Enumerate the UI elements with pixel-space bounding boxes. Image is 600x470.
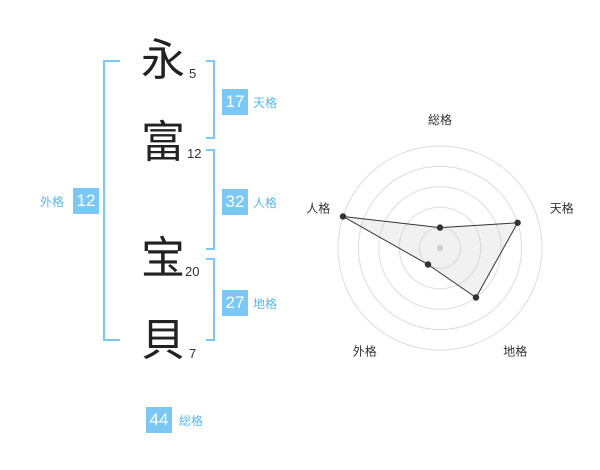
gaikaku-bracket — [103, 60, 120, 341]
chikaku-value: 27 — [222, 290, 248, 316]
name-char-3: 宝 — [141, 233, 185, 284]
radar-point-4 — [424, 261, 432, 268]
soukaku-label: 総格 — [179, 414, 204, 428]
gaikaku-label: 外格 — [40, 195, 65, 209]
radar-axis-label-4: 外格 — [353, 344, 377, 359]
stroke-count-2: 12 — [187, 146, 202, 161]
gaikaku-value: 12 — [73, 188, 99, 214]
radar-point-3 — [472, 294, 480, 301]
radar-point-1 — [436, 224, 444, 231]
tenkaku-value: 17 — [222, 89, 248, 115]
chikaku-label: 地格 — [253, 297, 278, 311]
radar-grid-ring — [378, 186, 502, 310]
name-char-2: 富 — [141, 117, 185, 168]
radar-grid-ring — [357, 165, 523, 331]
tenkaku-bracket — [206, 60, 215, 139]
radar-axis-label-5: 人格 — [306, 200, 330, 215]
radar-grid-ring — [337, 145, 543, 351]
tenkaku-label: 天格 — [253, 96, 278, 110]
radar-area — [342, 215, 519, 299]
name-char-1: 永 — [141, 35, 185, 86]
radar-axis-label-2: 天格 — [550, 200, 574, 215]
stroke-count-3: 20 — [185, 264, 200, 279]
soukaku-value: 44 — [146, 407, 172, 433]
radar-point-2 — [514, 219, 521, 226]
jinkaku-label: 人格 — [253, 196, 278, 210]
jinkaku-bracket — [206, 149, 215, 250]
jinkaku-value: 32 — [222, 189, 248, 215]
chikaku-bracket — [206, 258, 215, 341]
stroke-count-4: 7 — [189, 346, 197, 361]
stroke-count-1: 5 — [189, 66, 197, 81]
radar-center-dot — [437, 245, 443, 251]
radar-point-5 — [339, 213, 347, 220]
radar-axis-label-3: 地格 — [503, 344, 527, 359]
radar-axis-label-1: 総格 — [428, 112, 452, 127]
name-char-4: 貝 — [141, 315, 185, 366]
